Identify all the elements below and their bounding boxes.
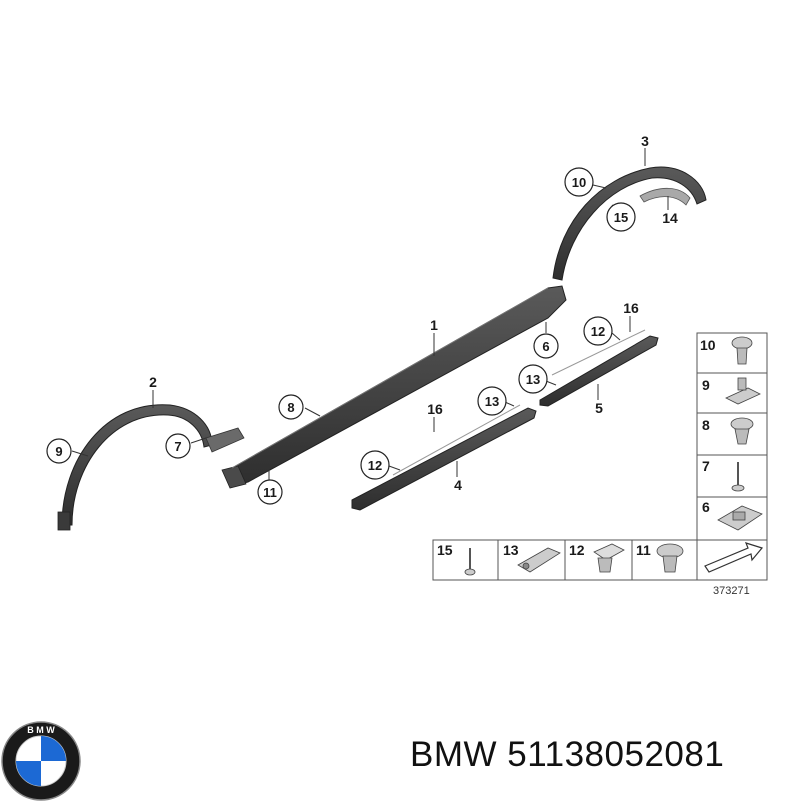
parts-table-row bbox=[432, 539, 768, 581]
svg-text:15: 15 bbox=[614, 210, 628, 225]
table-label-13: 13 bbox=[503, 542, 519, 558]
label-4: 4 bbox=[454, 477, 462, 493]
label-2: 2 bbox=[149, 374, 157, 390]
diagram-number: 373271 bbox=[713, 585, 750, 597]
table-label-7: 7 bbox=[702, 458, 710, 474]
table-label-8: 8 bbox=[702, 417, 710, 433]
label-14: 14 bbox=[662, 210, 678, 226]
table-label-6: 6 bbox=[702, 499, 710, 515]
adhesive-tape-rear bbox=[551, 329, 646, 376]
callout-8: 8 bbox=[278, 394, 304, 420]
label-3: 3 bbox=[641, 133, 649, 149]
callout-7: 7 bbox=[165, 433, 191, 459]
clip-9-icon bbox=[725, 377, 761, 405]
lower-trim-front bbox=[351, 407, 537, 511]
clip-13-icon bbox=[517, 547, 561, 573]
callout-13-front: 13 bbox=[477, 386, 507, 416]
rocker-panel bbox=[221, 285, 567, 489]
part-caption: BMW 51138052081 bbox=[410, 735, 724, 775]
lower-trim-rear bbox=[539, 335, 659, 407]
brand-name: BMW bbox=[410, 735, 498, 774]
wheel-arch-rear bbox=[552, 166, 707, 281]
callout-12-front: 12 bbox=[360, 450, 390, 480]
callout-13-rear: 13 bbox=[518, 364, 548, 394]
callout-10: 10 bbox=[564, 167, 594, 197]
clip-10-icon bbox=[731, 336, 753, 365]
svg-text:8: 8 bbox=[287, 400, 294, 415]
arch-trim-piece bbox=[639, 187, 691, 206]
svg-text:7: 7 bbox=[174, 439, 181, 454]
adhesive-tape-front bbox=[392, 404, 521, 476]
part-number: 51138052081 bbox=[507, 735, 725, 774]
screw-15-icon bbox=[464, 548, 476, 576]
screw-7-icon bbox=[731, 462, 745, 492]
label-16-front: 16 bbox=[427, 401, 443, 417]
table-label-9: 9 bbox=[702, 377, 710, 393]
svg-text:6: 6 bbox=[542, 339, 549, 354]
bmw-logo: B M W bbox=[1, 721, 81, 801]
table-label-10: 10 bbox=[700, 337, 716, 353]
svg-text:10: 10 bbox=[572, 175, 586, 190]
wheel-arch-front bbox=[57, 404, 245, 531]
clip-12-icon bbox=[593, 543, 625, 573]
callout-15: 15 bbox=[606, 202, 636, 232]
svg-text:13: 13 bbox=[526, 372, 540, 387]
direction-arrow-icon bbox=[704, 542, 764, 573]
table-label-11: 11 bbox=[636, 542, 651, 558]
clip-8-icon bbox=[730, 417, 754, 445]
callout-12-rear: 12 bbox=[583, 316, 613, 346]
parts-table-column bbox=[696, 332, 768, 541]
clip-11-icon bbox=[656, 543, 684, 573]
svg-text:9: 9 bbox=[55, 444, 62, 459]
svg-text:B M W: B M W bbox=[27, 725, 55, 735]
svg-text:12: 12 bbox=[368, 458, 382, 473]
table-label-12: 12 bbox=[569, 542, 585, 558]
callout-6: 6 bbox=[533, 333, 559, 359]
label-1: 1 bbox=[430, 317, 438, 333]
label-5: 5 bbox=[595, 400, 603, 416]
svg-text:12: 12 bbox=[591, 324, 605, 339]
leader-lines bbox=[71, 148, 669, 480]
nut-6-icon bbox=[717, 505, 763, 531]
label-16-rear: 16 bbox=[623, 300, 639, 316]
svg-text:13: 13 bbox=[485, 394, 499, 409]
callout-11: 11 bbox=[257, 479, 283, 505]
svg-text:11: 11 bbox=[263, 485, 277, 500]
callout-9: 9 bbox=[46, 438, 72, 464]
table-label-15: 15 bbox=[437, 542, 453, 558]
